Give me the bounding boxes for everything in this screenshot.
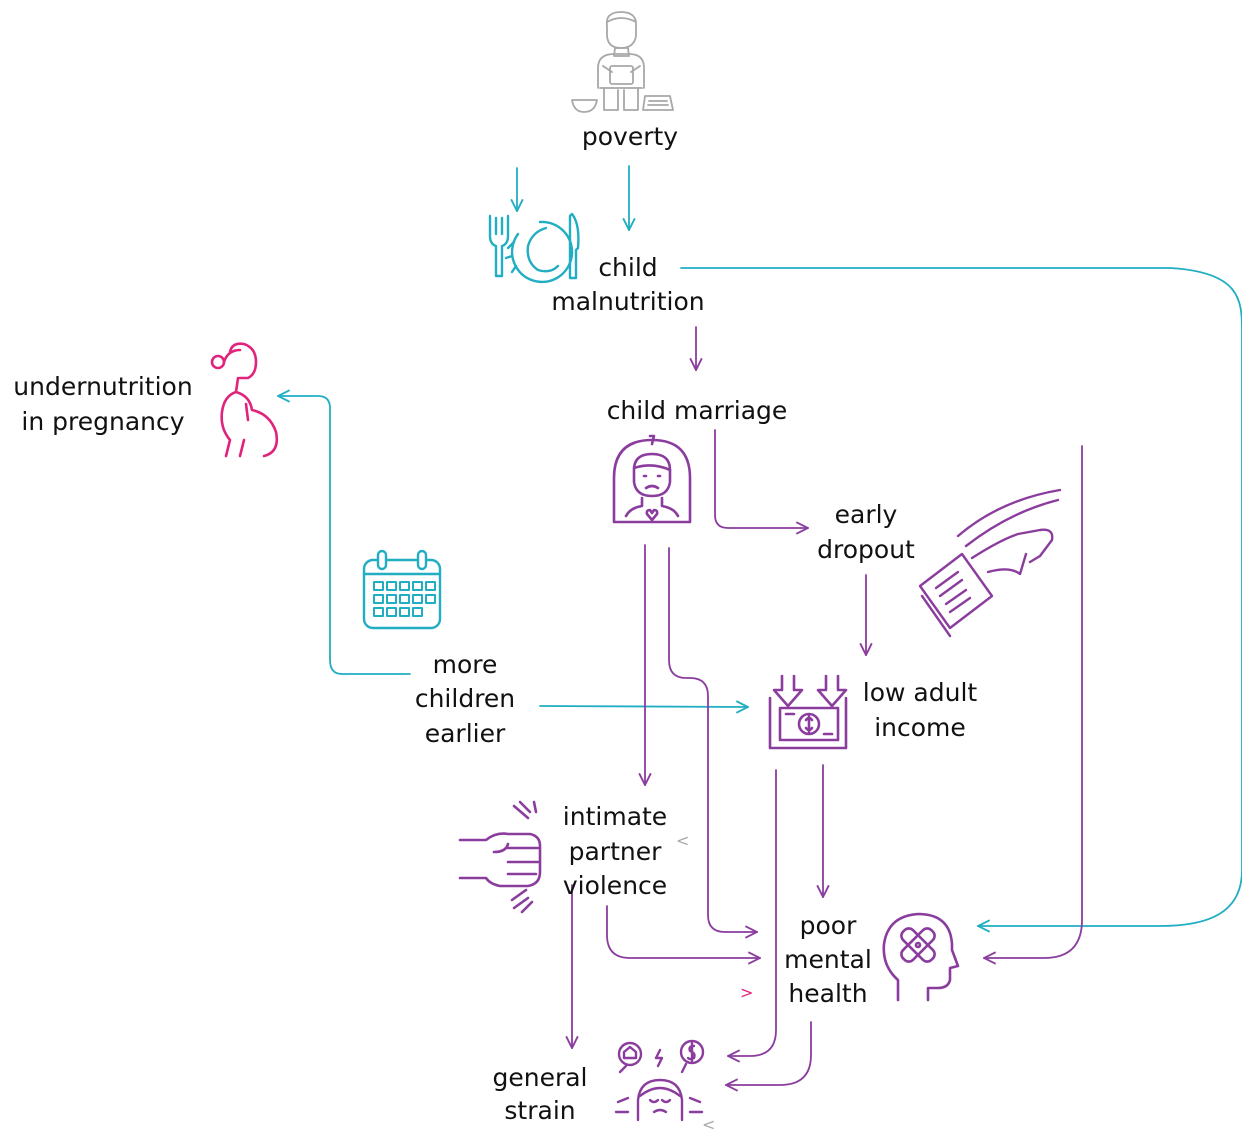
label-ipv-line1: intimate	[563, 802, 667, 831]
fist-icon	[458, 800, 542, 914]
greater-than-mark: >	[740, 983, 753, 1002]
label-child-malnutrition-line1: child	[598, 253, 657, 282]
arrow-child-marriage-to-dropout	[714, 429, 808, 528]
label-ipv-line3: violence	[563, 871, 667, 900]
arrow-child-marriage-to-mental-health	[668, 547, 757, 932]
hand-dropping-book-icon	[918, 488, 1062, 638]
calendar-icon	[362, 549, 442, 630]
label-general-strain-line2: strain	[504, 1096, 575, 1125]
person-in-poverty-icon	[571, 11, 674, 113]
label-child-malnutrition-line2: malnutrition	[551, 287, 704, 316]
empty-plate-cutlery-icon	[488, 212, 580, 284]
arrow-malnutrition-to-mental-health	[680, 267, 1242, 926]
label-more-children-line2: children	[415, 684, 515, 713]
label-ipv-line2: partner	[569, 837, 662, 866]
arrow-mental-health-to-general-strain	[726, 1021, 812, 1085]
less-than-mark: <	[676, 831, 689, 850]
arrow-dropout-to-mental-health	[984, 445, 1083, 958]
arrow-low-income-to-general-strain	[728, 769, 777, 1056]
label-undernutrition-line1: undernutrition	[13, 372, 192, 401]
label-low-income-line2: income	[874, 713, 966, 742]
money-decrease-icon	[768, 674, 848, 750]
label-undernutrition-line2: in pregnancy	[21, 407, 184, 436]
label-early-dropout-line1: early	[835, 500, 898, 529]
label-child-marriage: child marriage	[607, 396, 788, 425]
head-bandage-icon	[882, 912, 960, 1002]
label-more-children-line3: earlier	[425, 719, 506, 748]
child-bride-icon	[612, 434, 692, 524]
arrow-ipv-to-mental-health	[606, 905, 760, 958]
stressed-person-icon	[614, 1039, 705, 1122]
pregnant-woman-icon	[210, 342, 279, 458]
label-poverty: poverty	[582, 122, 678, 151]
label-mental-health-line1: poor	[800, 911, 857, 940]
arrow-more-children-to-low-income	[539, 706, 748, 707]
label-general-strain-line1: general	[492, 1063, 587, 1092]
arrow-more-children-to-undernutrition	[278, 396, 411, 675]
label-more-children-line1: more	[433, 650, 498, 679]
label-low-income-line1: low adult	[863, 678, 978, 707]
label-mental-health-line3: health	[788, 979, 867, 1008]
arrows	[278, 165, 1242, 1085]
label-early-dropout-line2: dropout	[817, 535, 915, 564]
node-labels: poverty child malnutrition undernutritio…	[13, 122, 977, 1125]
less-than-mark-bottom: <	[702, 1115, 715, 1129]
label-mental-health-line2: mental	[784, 945, 872, 974]
